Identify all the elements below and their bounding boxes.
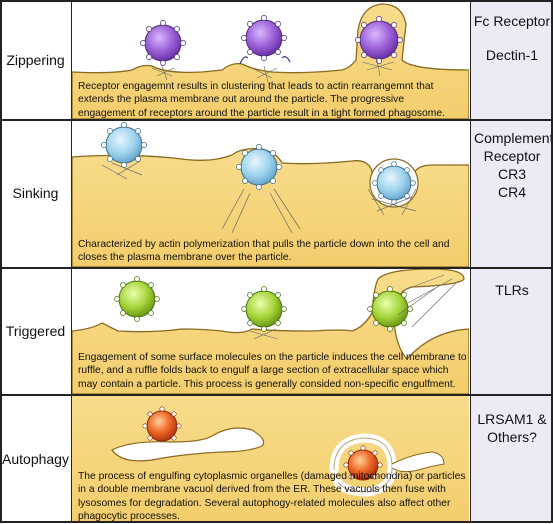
zippering-particle-2 <box>239 15 291 65</box>
autophagy-particle-1 <box>142 406 182 442</box>
divider-2 <box>0 267 553 269</box>
divider-1 <box>0 119 553 121</box>
ruffle-actin <box>249 274 459 340</box>
row-autophagy: Autophagy <box>0 394 553 523</box>
er-membrane-left <box>111 427 265 462</box>
caption-triggered: Engagement of some surface molecules on … <box>78 352 467 390</box>
caption-autophagy: The process of engulfing cytoplasmic org… <box>78 471 466 523</box>
divider-bottom <box>0 521 553 523</box>
er-membrane-right <box>391 451 445 473</box>
triggered-particle-2 <box>241 286 287 332</box>
receptor-dectin: Dectin-1 <box>485 47 539 63</box>
border-right <box>551 0 553 523</box>
caption-zippering: Receptor engagemnt results in clustering… <box>78 81 445 119</box>
sinking-particle-2 <box>236 144 282 190</box>
receptor-lrsam1: LRSAM1 & Others? <box>477 411 547 445</box>
caption-sinking: Characterized by actin polymerization th… <box>78 239 450 264</box>
actin-filaments <box>101 160 417 234</box>
zippering-particle-3 <box>355 16 403 64</box>
zippering-scene <box>72 3 469 119</box>
row-sinking: Sinking <box>0 119 553 267</box>
divider-top <box>0 0 553 2</box>
row-triggered: Triggered <box>0 267 553 394</box>
receptor-fc: Fc Receptor <box>473 13 551 29</box>
autophagy-particle-2 <box>343 445 383 481</box>
receptor-tlrs: TLRs <box>495 282 529 298</box>
mechanism-label-triggered: Triggered <box>0 267 72 394</box>
receptor-cell-zippering: Fc Receptor Dectin-1 <box>470 0 553 119</box>
sinking-particle-3 <box>369 158 419 208</box>
receptor-cell-sinking: Complement Receptor CR3 CR4 <box>470 119 553 267</box>
zippering-particle-1 <box>140 20 186 66</box>
divider-3 <box>0 394 553 396</box>
receptor-complement: Complement Receptor <box>474 130 553 164</box>
receptor-cr3: CR3 <box>497 166 526 182</box>
receptor-cr4: CR4 <box>497 184 526 200</box>
sinking-scene <box>72 122 469 267</box>
row-zippering: Zippering <box>0 0 553 119</box>
triggered-scene <box>72 268 469 394</box>
receptor-cell-triggered: TLRs <box>470 267 553 394</box>
border-left <box>0 0 2 523</box>
receptor-cell-autophagy: LRSAM1 & Others? <box>470 394 553 523</box>
mechanism-label-autophagy: Autophagy <box>0 394 72 523</box>
mechanism-label-sinking: Sinking <box>0 119 72 267</box>
mechanism-label-zippering: Zippering <box>0 0 72 119</box>
triggered-particle-1 <box>114 276 160 322</box>
autophagy-scene <box>72 394 469 523</box>
sinking-particle-1 <box>101 122 147 168</box>
triggered-particle-3 <box>367 286 413 332</box>
actin-mesh <box>151 59 395 83</box>
